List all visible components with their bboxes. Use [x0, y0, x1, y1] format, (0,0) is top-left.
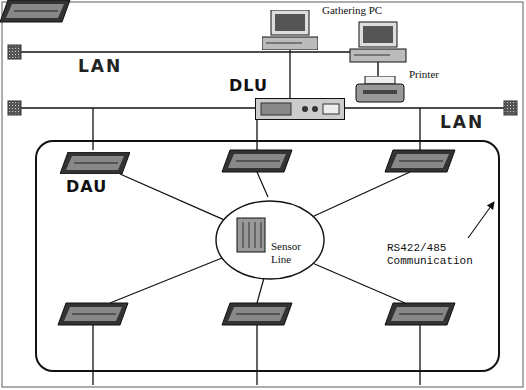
sensor-hub-node: Sensor Line	[215, 200, 325, 280]
communication-region: RS422/485 Communication DAU Sensor Line	[35, 140, 500, 372]
printer-icon	[355, 76, 405, 104]
node-label: DLU	[229, 76, 268, 95]
dlu-node: DLU	[255, 98, 345, 120]
sensor-hub	[215, 200, 325, 280]
lan-label: LAN	[78, 56, 122, 76]
dau-unit	[60, 152, 130, 174]
node-label: RS422/485 Communication	[387, 242, 487, 268]
computer-node: Gathering PC	[262, 10, 318, 50]
connector-line	[289, 50, 290, 98]
node-label: DAU	[66, 177, 107, 196]
connector-line	[120, 174, 223, 219]
pc-icon	[262, 10, 318, 50]
node-label: Printer	[409, 68, 439, 80]
lan-label: LAN	[440, 112, 484, 132]
dlu-rack-unit	[255, 98, 345, 120]
node-label: Sensor Line	[271, 240, 313, 266]
dau-node: DAU	[60, 152, 130, 174]
printer-node: Printer	[355, 76, 405, 104]
node-label: Gathering PC	[322, 4, 382, 16]
